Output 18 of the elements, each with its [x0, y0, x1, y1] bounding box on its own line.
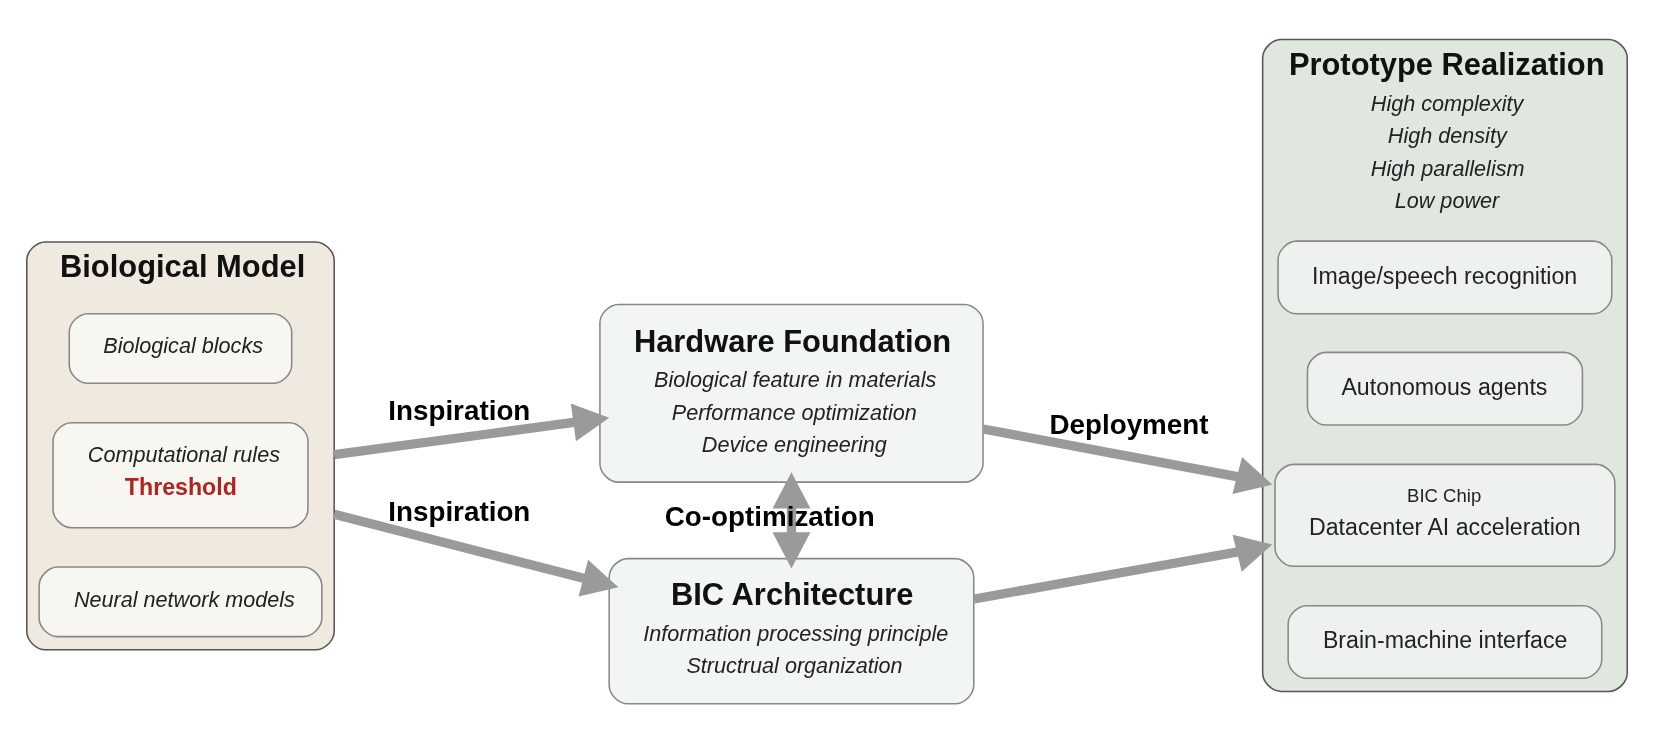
node-box: Neural network models: [38, 566, 323, 638]
edge-label: Deployment: [1049, 409, 1209, 441]
node-box: BIC Chip Datacenter AI acceleration: [1274, 463, 1616, 568]
arrow: [982, 424, 1273, 494]
arrow: [333, 509, 619, 597]
edge-label: Co-optimization: [664, 500, 875, 532]
node-box: Computational rules Threshold: [52, 421, 309, 529]
node-box: Biological blocks: [68, 313, 293, 385]
edge-label: Inspiration: [388, 495, 531, 527]
arrow: [333, 403, 610, 460]
node-box: BIC Architecture Information processing principle Structrual organization: [608, 557, 975, 705]
edge-label: Inspiration: [388, 395, 531, 427]
node-box: Brain-machine interface: [1287, 604, 1603, 680]
node-box: Autonomous agents: [1306, 351, 1584, 426]
node-box: Hardware Foundation Biological feature in materials Performance optimization Device engineering: [599, 303, 984, 483]
node-box: Image/speech recognition: [1277, 240, 1613, 315]
arrow: [973, 534, 1273, 604]
arrow: [772, 472, 811, 569]
